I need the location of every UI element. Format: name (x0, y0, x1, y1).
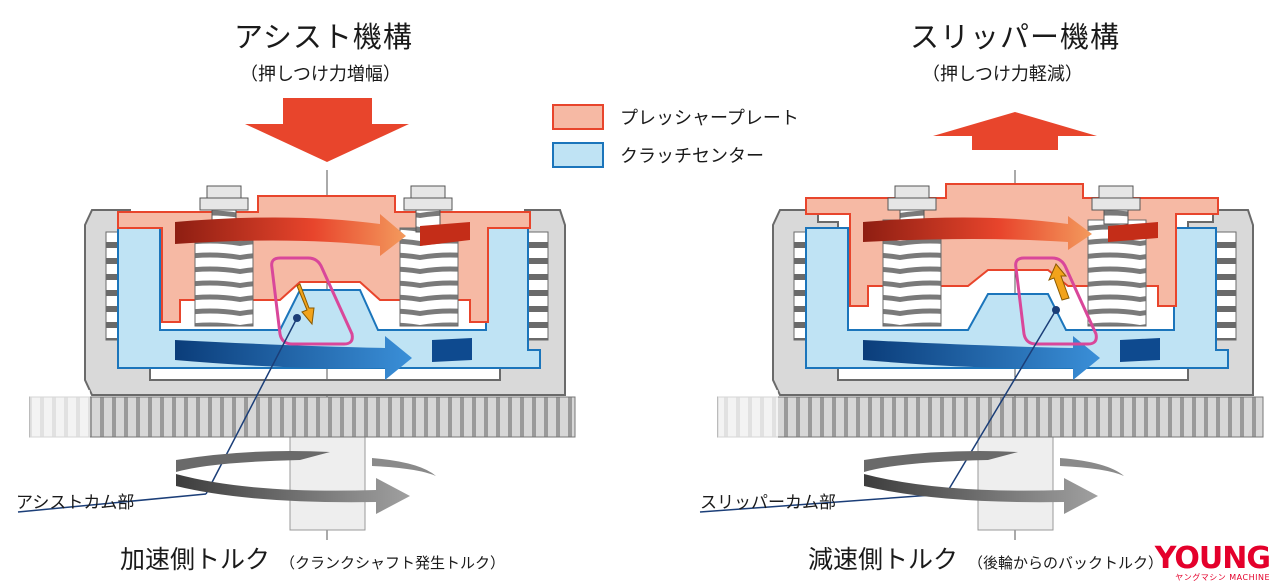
right-bolt-2 (1091, 185, 1141, 225)
left-title: アシスト機構 (234, 20, 413, 54)
legend-label-clutch-center: クラッチセンター (620, 146, 764, 167)
right-bolt-1 (887, 185, 937, 225)
right-cam-leader (945, 309, 1057, 495)
right-title: スリッパー機構 (910, 20, 1121, 54)
left-cam-label: アシストカム部 (16, 493, 135, 513)
right-clutch-center (805, 227, 1229, 369)
right-shaft (977, 429, 1054, 531)
right-pressure-plate (805, 183, 1219, 307)
right-push-up-arrow (933, 112, 1097, 150)
right-torque-caption: 減速側トルク （後輪からのバックトルク） (808, 540, 1163, 576)
legend-swatch-clutch-center (552, 142, 604, 168)
right-cam-label: スリッパーカム部 (700, 493, 836, 513)
left-primary-gear (29, 396, 576, 438)
left-assist-cam (270, 256, 354, 346)
left-torque-note: （クランクシャフト発生トルク） (280, 554, 506, 572)
left-shaft (289, 429, 366, 531)
legend-swatch-pressure-plate (552, 104, 604, 130)
right-red-rotation-arrow (863, 216, 1092, 250)
right-blue-rotation-arrow (863, 336, 1100, 380)
logo-sub: ヤングマシン MACHINE (1175, 573, 1270, 582)
legend-label-pressure-plate: プレッシャープレート (620, 108, 799, 129)
right-torque-main: 減速側トルク (808, 545, 959, 574)
right-grey-torque-arrow (864, 451, 1018, 472)
legend-pressure-plate: プレッシャープレート (552, 104, 799, 130)
left-spring-1 (194, 227, 254, 327)
left-subtitle: （押しつけ力増幅） (240, 64, 401, 85)
legend-clutch-center: クラッチセンター (552, 142, 764, 168)
left-torque-caption: 加速側トルク （クランクシャフト発生トルク） (120, 540, 505, 576)
right-subtitle: （押しつけ力軽減） (922, 64, 1083, 85)
right-torque-note: （後輪からのバックトルク） (968, 554, 1164, 572)
left-red-rotation-arrow (175, 214, 406, 256)
right-primary-gear (717, 396, 1264, 438)
right-diagram (699, 112, 1264, 540)
young-machine-logo: YOUNG ヤングマシン MACHINE (1154, 541, 1271, 583)
left-diagram (17, 98, 576, 540)
logo-main: YOUNG (1154, 541, 1271, 576)
left-clutch-center (117, 227, 541, 369)
left-grey-torque-arrow (176, 451, 330, 472)
left-blue-rotation-arrow (175, 336, 412, 380)
left-push-down-arrow (245, 98, 409, 162)
left-torque-main: 加速側トルク (120, 545, 271, 574)
left-cam-leader (205, 317, 298, 495)
